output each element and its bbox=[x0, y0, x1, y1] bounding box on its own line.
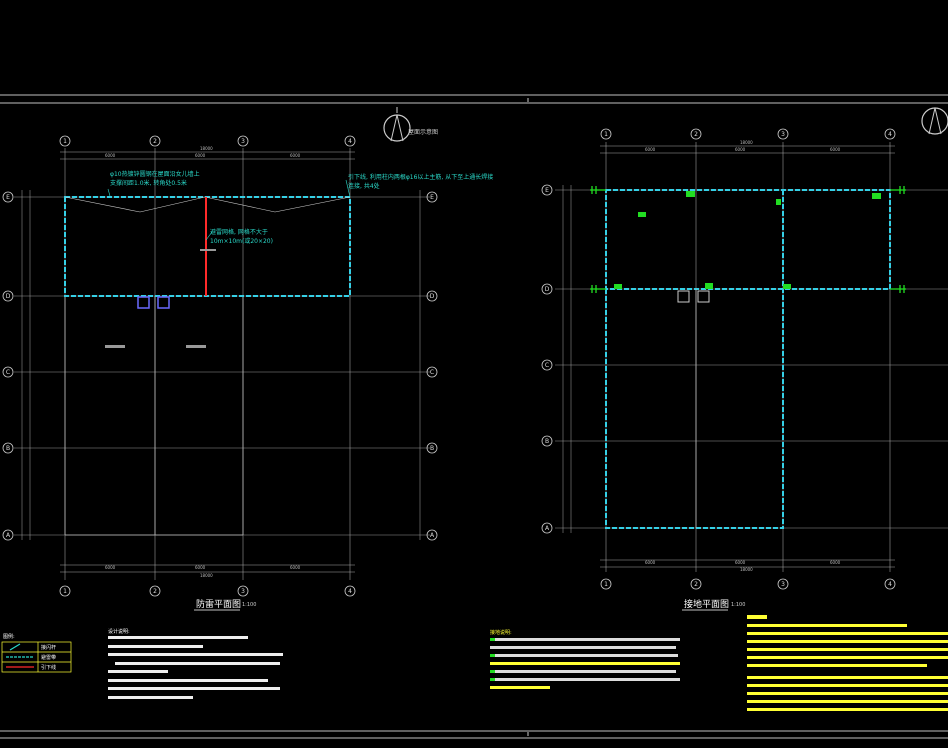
annotation-note-c-line2: 10m×10m(或20×20) bbox=[210, 237, 273, 245]
legend-item-label: 接闪杆 bbox=[41, 644, 56, 651]
left-col-label-top: 1 bbox=[63, 138, 67, 145]
right-plan-scale: 1:100 bbox=[731, 602, 745, 608]
annotation-note-c-line1: 避雷网格, 网格不大于 bbox=[210, 228, 268, 236]
legend-item-label: 引下线 bbox=[41, 664, 56, 671]
right-row-label: C bbox=[545, 362, 549, 369]
svg-text:6000: 6000 bbox=[645, 560, 656, 565]
design-notes-heading: 设计说明: bbox=[108, 628, 130, 635]
right-conduit-boxes bbox=[677, 290, 710, 303]
right-grid-bubbles bbox=[541, 128, 896, 590]
svg-text:18000: 18000 bbox=[200, 146, 213, 151]
left-col-label-bottom: 1 bbox=[63, 588, 67, 595]
left-plan-dimension-text: 18000 6000 6000 6000 6000 6000 6000 1800… bbox=[105, 146, 301, 578]
left-plan-lower-walls bbox=[64, 296, 244, 536]
design-notes-lines bbox=[108, 636, 283, 699]
right-ground-ring bbox=[605, 189, 891, 529]
svg-text:18000: 18000 bbox=[740, 567, 753, 572]
left-row-label-right: B bbox=[430, 445, 434, 452]
right-row-label: D bbox=[545, 286, 550, 293]
svg-text:6000: 6000 bbox=[735, 147, 746, 152]
left-col-label-top: 4 bbox=[348, 138, 352, 145]
right-plan-grid bbox=[555, 142, 948, 572]
drawing-frame bbox=[0, 94, 948, 739]
left-col-label-bottom: 2 bbox=[153, 588, 157, 595]
left-row-label: D bbox=[6, 293, 11, 300]
legend-symbols bbox=[6, 643, 34, 668]
annotation-note-b-line2: 连接, 共4处 bbox=[348, 182, 380, 190]
left-roof-outline bbox=[64, 196, 351, 297]
right-plan-title: 接地平面图 bbox=[684, 598, 729, 610]
right-col-label-top: 2 bbox=[694, 131, 698, 138]
left-roof-ridges bbox=[64, 196, 351, 213]
left-annotation-leaders bbox=[107, 179, 351, 241]
right-col-label-top: 3 bbox=[781, 131, 785, 138]
left-plan-vents bbox=[137, 296, 170, 309]
svg-text:6000: 6000 bbox=[195, 153, 206, 158]
left-row-label-right: D bbox=[430, 293, 435, 300]
north-arrow-icon bbox=[383, 107, 411, 142]
right-row-label: E bbox=[545, 187, 549, 194]
annotation-note-a-line2: 支撑间距1.0米, 转角处0.5米 bbox=[110, 179, 187, 187]
left-plan-title: 防雷平面图 bbox=[196, 598, 241, 610]
left-row-label: A bbox=[6, 532, 11, 539]
left-col-label-bottom: 3 bbox=[241, 588, 245, 595]
right-col-label-bottom: 4 bbox=[888, 581, 892, 588]
svg-text:6000: 6000 bbox=[830, 560, 841, 565]
left-row-label-right: C bbox=[430, 369, 434, 376]
right-row-label: A bbox=[545, 525, 550, 532]
right-col-label-top: 1 bbox=[604, 131, 608, 138]
svg-text:6000: 6000 bbox=[290, 153, 301, 158]
legend-heading: 图例: bbox=[3, 633, 15, 640]
left-row-label-right: E bbox=[430, 194, 434, 201]
left-col-label-top: 2 bbox=[153, 138, 157, 145]
annotation-note-a-line1: φ10热镀锌圆钢在屋面沿女儿墙上 bbox=[110, 170, 200, 178]
left-elevation-marks bbox=[105, 249, 216, 348]
svg-text:6000: 6000 bbox=[645, 147, 656, 152]
left-col-label-bottom: 4 bbox=[348, 588, 352, 595]
left-row-label-right: A bbox=[430, 532, 435, 539]
left-plan-scale: 1:100 bbox=[242, 602, 256, 608]
right-row-label: B bbox=[545, 438, 549, 445]
yellow-notes-block bbox=[747, 615, 948, 711]
left-plan-dimensions bbox=[21, 151, 421, 573]
right-col-label-bottom: 3 bbox=[781, 581, 785, 588]
roof-diagram-label: 屋面示意图 bbox=[408, 128, 438, 136]
test-terminal-markers bbox=[614, 191, 881, 289]
annotation-note-b-line1: 引下线, 利用柱内两根φ16以上主筋, 从下至上通长焊接 bbox=[348, 173, 493, 181]
north-arrow-icon bbox=[921, 107, 948, 135]
svg-text:6000: 6000 bbox=[290, 565, 301, 570]
left-col-bubble-top bbox=[2, 135, 438, 597]
left-row-label: C bbox=[6, 369, 10, 376]
left-plan-grid bbox=[14, 148, 430, 580]
svg-text:6000: 6000 bbox=[735, 560, 746, 565]
right-plan-dimension-text: 18000 6000 6000 6000 6000 6000 6000 1800… bbox=[645, 140, 841, 572]
right-col-label-bottom: 1 bbox=[604, 581, 608, 588]
grounding-notes-lines bbox=[490, 638, 680, 689]
left-row-label: B bbox=[6, 445, 10, 452]
svg-text:6000: 6000 bbox=[105, 565, 116, 570]
left-col-label-top: 3 bbox=[241, 138, 245, 145]
ground-electrode-icon bbox=[590, 186, 906, 293]
right-plan-dimensions bbox=[562, 145, 895, 568]
svg-text:6000: 6000 bbox=[105, 153, 116, 158]
legend-item-label: 避雷带 bbox=[41, 654, 56, 661]
svg-text:18000: 18000 bbox=[200, 573, 213, 578]
svg-text:6000: 6000 bbox=[830, 147, 841, 152]
right-col-label-bottom: 2 bbox=[694, 581, 698, 588]
legend-table bbox=[1, 641, 72, 673]
svg-text:6000: 6000 bbox=[195, 565, 206, 570]
grounding-notes-heading: 接地说明: bbox=[490, 629, 512, 636]
left-row-label: E bbox=[6, 194, 10, 201]
right-col-label-top: 4 bbox=[888, 131, 892, 138]
svg-text:18000: 18000 bbox=[740, 140, 753, 145]
